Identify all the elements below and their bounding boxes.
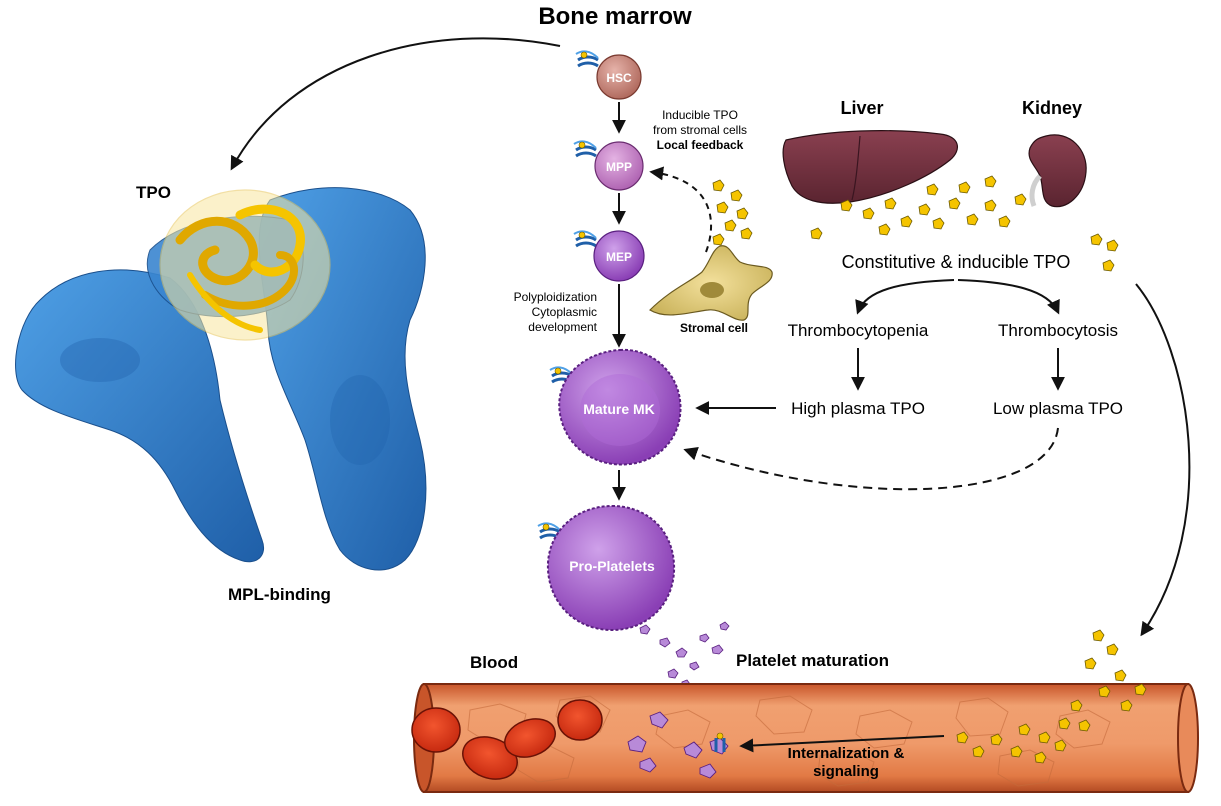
tpo-protein-structure xyxy=(159,189,331,341)
stromal-source-label: from stromal cells xyxy=(653,123,747,137)
inducible-tpo-label: Inducible TPO xyxy=(662,108,738,122)
mpl-binding-label: MPL-binding xyxy=(228,585,331,604)
arrow-to-thrombocytosis xyxy=(957,279,1060,315)
liver-organ xyxy=(782,130,958,204)
released-platelets xyxy=(639,621,730,688)
constitutive-tpo-label: Constitutive & inducible TPO xyxy=(842,252,1071,272)
mep-label: MEP xyxy=(606,250,632,264)
blood-label: Blood xyxy=(470,653,518,672)
mature-mk-cell: Mature MK xyxy=(548,348,682,466)
page-title: Bone marrow xyxy=(538,3,692,30)
kidney-organ xyxy=(1028,134,1087,208)
stromal-tpo-molecules xyxy=(712,179,753,246)
mpp-cell: MPP xyxy=(572,139,644,191)
receptor-in-vessel xyxy=(714,732,726,752)
tpo-label: TPO xyxy=(136,183,171,202)
hsc-label: HSC xyxy=(606,71,632,85)
thrombocytosis-label: Thrombocytosis xyxy=(998,321,1118,340)
arrow-stromal-to-mpp xyxy=(649,166,713,253)
signaling-label: signaling xyxy=(813,763,879,780)
arrow-tpo-to-blood xyxy=(1135,283,1191,637)
blood-vessel xyxy=(413,683,1199,793)
stromal-cell xyxy=(649,245,773,321)
cytoplasmic-label: Cytoplasmic xyxy=(532,305,597,319)
pro-platelets-label: Pro-Platelets xyxy=(569,558,655,574)
thrombocytopenia-label: Thrombocytopenia xyxy=(788,321,929,340)
hsc-cell: HSC xyxy=(574,49,642,100)
internalization-label: Internalization & xyxy=(788,745,905,762)
development-label: development xyxy=(528,320,597,334)
arrow-internalization xyxy=(739,735,945,753)
mep-cell: MEP xyxy=(572,229,645,282)
liver-label: Liver xyxy=(840,98,883,118)
mature-mk-label: Mature MK xyxy=(583,401,655,417)
arrow-marrow-to-tpo xyxy=(230,37,561,171)
stromal-cell-label: Stromal cell xyxy=(680,321,748,335)
arrow-to-thrombocytopenia xyxy=(855,279,955,315)
platelet-maturation-label: Platelet maturation xyxy=(736,651,889,670)
mpp-label: MPP xyxy=(606,160,632,174)
kidney-label: Kidney xyxy=(1022,98,1082,118)
polyploidization-label: Polyploidization xyxy=(514,290,597,304)
low-plasma-tpo-label: Low plasma TPO xyxy=(993,399,1123,418)
arrow-low-plasma-to-mk xyxy=(683,427,1059,491)
pro-platelets-cell: Pro-Platelets xyxy=(536,504,676,632)
local-feedback-label: Local feedback xyxy=(657,138,744,152)
high-plasma-tpo-label: High plasma TPO xyxy=(791,399,925,418)
red-blood-cells xyxy=(411,699,603,780)
